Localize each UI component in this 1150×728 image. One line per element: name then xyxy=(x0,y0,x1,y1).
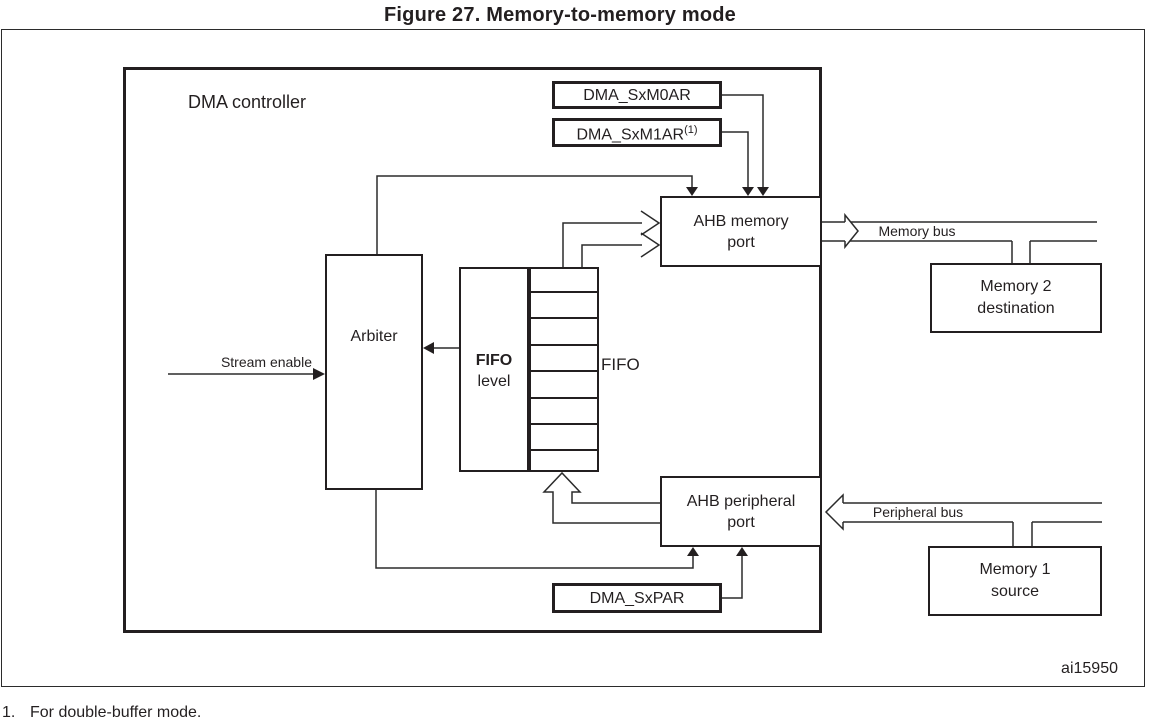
fifo-slot-divider xyxy=(531,423,597,425)
stream-enable-arrow xyxy=(168,368,325,380)
footnote-text: For double-buffer mode. xyxy=(30,704,202,721)
m0ar-to-memory-port-line xyxy=(722,94,769,196)
fifo-slot-divider xyxy=(531,291,597,293)
fifo-stack xyxy=(529,267,599,472)
arbiter-label: Arbiter xyxy=(350,328,398,345)
fifo-slot-divider xyxy=(531,370,597,372)
figure-title: Figure 27. Memory-to-memory mode xyxy=(383,4,737,26)
peripheral-bus-lines xyxy=(824,493,1102,546)
fifo-label: FIFO xyxy=(601,355,640,374)
stream-enable-label: Stream enable xyxy=(220,354,312,370)
fifo-slot-divider xyxy=(531,317,597,319)
dma-controller-box xyxy=(123,67,822,633)
footnote-reference: (1) xyxy=(684,123,698,136)
memory2-destination-box: Memory 2 destination xyxy=(930,263,1102,333)
peripheral-port-to-fifo-hollow-arrow xyxy=(542,471,660,524)
fifo-level-to-arbiter-arrow xyxy=(423,342,459,354)
footnote-number: 1. xyxy=(2,704,16,721)
ahb-peripheral-port-box: AHB peripheral port xyxy=(660,476,822,547)
register-dma-sxm0ar-label: DMA_SxM0AR xyxy=(583,86,691,104)
arbiter-to-memory-port-line xyxy=(376,175,698,254)
footnote: 1. For double-buffer mode. xyxy=(2,704,201,722)
figure-id-label: ai15950 xyxy=(1061,660,1118,677)
fifo-slot-divider xyxy=(531,344,597,346)
fifo-slot-divider xyxy=(531,397,597,399)
memory-bus-label: Memory bus xyxy=(878,223,956,239)
par-to-peripheral-port-line xyxy=(722,547,748,599)
register-dma-sxm0ar: DMA_SxM0AR xyxy=(552,81,722,109)
peripheral-bus-label: Peripheral bus xyxy=(872,504,964,520)
dma-controller-label: DMA controller xyxy=(188,92,307,112)
register-dma-sxpar: DMA_SxPAR xyxy=(552,583,722,613)
ahb-memory-port-box: AHB memory port xyxy=(660,196,822,267)
m1ar-to-memory-port-line xyxy=(722,131,754,196)
arbiter-box: Arbiter xyxy=(325,254,423,490)
arbiter-to-peripheral-port-line xyxy=(375,490,699,569)
register-dma-sxpar-label: DMA_SxPAR xyxy=(589,589,685,607)
fifo-to-memory-port-upper-arrow xyxy=(562,210,661,267)
register-dma-sxm1ar-label: DMA_SxM1AR(1) xyxy=(576,123,698,144)
memory1-source-box: Memory 1 source xyxy=(928,546,1102,616)
memory-bus-lines xyxy=(822,212,1097,263)
figure-frame xyxy=(1,29,1145,687)
fifo-slot-divider xyxy=(531,449,597,451)
register-dma-sxm1ar: DMA_SxM1AR(1) xyxy=(552,118,722,147)
fifo-to-memory-port-lower-arrow xyxy=(581,232,661,267)
